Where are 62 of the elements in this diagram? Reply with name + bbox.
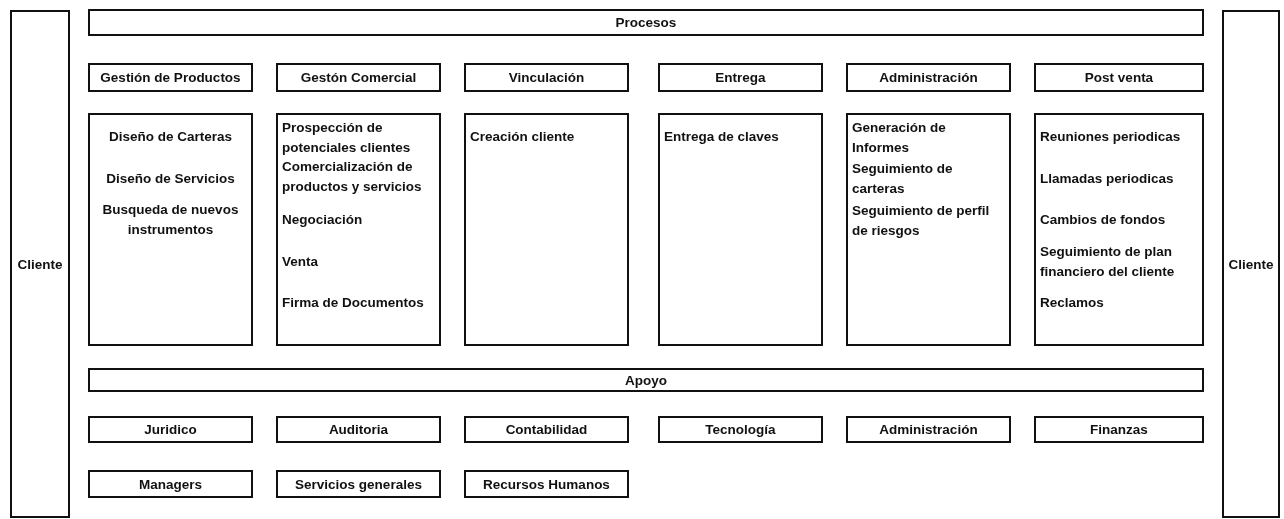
activity-label: Entrega de claves	[664, 128, 780, 146]
section-header-bar	[88, 9, 1204, 36]
box-label: Post venta	[1084, 70, 1154, 85]
box-label: Cliente	[17, 256, 63, 272]
category-box	[1034, 63, 1204, 92]
activity-label: Creación cliente	[470, 128, 576, 146]
activity-label: Comercialización de productos y servicios	[282, 158, 423, 196]
category-box	[464, 63, 629, 92]
activity-label: Llamadas periodicas	[1040, 170, 1175, 188]
activity-list-box	[846, 113, 1011, 346]
category-box	[276, 416, 441, 443]
activity-label: Busqueda de nuevos instrumentos	[101, 201, 240, 239]
category-box	[88, 470, 253, 498]
category-box	[88, 63, 253, 92]
box-label: Tecnología	[705, 422, 776, 437]
activity-label: Prospección de potenciales clientes	[282, 119, 412, 157]
activity-label: Negociación	[282, 211, 364, 229]
box-label: Gestión de Productos	[100, 70, 241, 85]
category-box	[846, 416, 1011, 443]
box-label: Contabilidad	[505, 422, 588, 437]
category-box	[658, 416, 823, 443]
category-box	[464, 470, 629, 498]
activity-label: Seguimiento de carteras	[852, 160, 954, 198]
section-header-bar	[88, 368, 1204, 392]
activity-label: Diseño de Carteras	[107, 128, 234, 146]
activity-label: Reuniones periodicas	[1040, 128, 1182, 146]
box-label: Servicios generales	[295, 476, 422, 492]
activity-list-box	[1034, 113, 1204, 346]
box-label: Juridico	[144, 422, 197, 437]
client-panel	[1222, 10, 1280, 518]
box-label: Entrega	[715, 70, 766, 85]
activity-label: Diseño de Servicios	[105, 170, 236, 188]
box-label: Procesos	[615, 15, 677, 30]
category-box	[1034, 416, 1204, 443]
activity-list-box	[88, 113, 253, 346]
box-label: Administración	[879, 422, 978, 437]
category-box	[658, 63, 823, 92]
box-label: Finanzas	[1090, 422, 1148, 437]
box-label: Managers	[139, 476, 202, 492]
box-label: Cliente	[1228, 256, 1274, 272]
box-label: Auditoria	[328, 422, 389, 437]
category-box	[276, 470, 441, 498]
activity-label: Cambios de fondos	[1040, 211, 1167, 229]
box-label: Administración	[879, 70, 978, 85]
activity-list-box	[276, 113, 441, 346]
client-panel	[10, 10, 70, 518]
category-box	[846, 63, 1011, 92]
category-box	[88, 416, 253, 443]
box-label: Recursos Humanos	[483, 476, 610, 492]
category-box	[464, 416, 629, 443]
box-label: Vinculación	[508, 70, 585, 85]
activity-list-box	[464, 113, 629, 346]
activity-label: Seguimiento de perfil de riesgos	[852, 202, 991, 240]
activity-list-box	[658, 113, 823, 346]
activity-label: Reclamos	[1040, 294, 1105, 312]
activity-label: Generación de Informes	[852, 119, 947, 157]
activity-label: Firma de Documentos	[282, 294, 425, 312]
activity-label: Venta	[282, 253, 320, 271]
activity-label: Seguimiento de plan financiero del cliente	[1040, 243, 1176, 281]
box-label: Gestón Comercial	[300, 70, 417, 85]
box-label: Apoyo	[625, 372, 667, 388]
category-box	[276, 63, 441, 92]
